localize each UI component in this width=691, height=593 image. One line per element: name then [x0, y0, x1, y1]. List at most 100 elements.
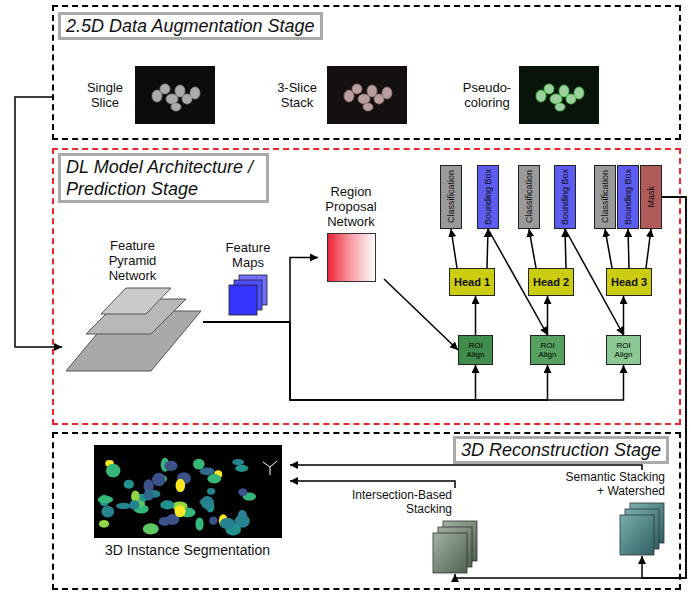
output-box: Mask — [640, 165, 662, 229]
rect-shape — [433, 533, 467, 573]
output-box: Bounding Box — [554, 165, 576, 229]
connector-arrow — [547, 296, 549, 335]
ellipse-shape — [193, 459, 205, 470]
image-panel: 3-Slice Stack — [272, 66, 407, 124]
connector-arrow — [487, 229, 488, 268]
line-shape — [269, 467, 270, 475]
node-label: Head 1 — [454, 276, 490, 288]
stackA-picture — [432, 520, 478, 574]
line-shape — [270, 461, 277, 467]
connector-arrow — [290, 481, 455, 488]
connector-arrow — [451, 229, 457, 268]
single-picture — [135, 66, 215, 124]
rect-shape — [620, 515, 654, 555]
ellipse-shape — [116, 503, 131, 509]
head-box: Head 1 — [449, 268, 495, 296]
node-label: ROI Align — [607, 341, 640, 359]
rpn-picture — [327, 233, 376, 282]
ellipse-shape — [152, 473, 165, 486]
image-panel: Single Slice — [80, 66, 215, 124]
stackB-picture — [619, 502, 665, 556]
node-label: Bounding Box — [623, 169, 633, 225]
ellipse-shape — [574, 87, 584, 99]
output-box: Classification — [518, 165, 540, 229]
node-label: Head 2 — [533, 276, 569, 288]
head-box: Head 2 — [528, 268, 574, 296]
ellipse-shape — [171, 103, 181, 111]
connector-arrow — [455, 197, 686, 578]
ellipse-shape — [206, 488, 214, 495]
connector-arrow — [203, 322, 548, 400]
rect-shape — [94, 445, 282, 538]
network-block: Feature Maps — [216, 240, 280, 316]
image-panel: Pseudo-coloring — [460, 66, 599, 124]
seg-picture — [94, 445, 282, 538]
ellipse-shape — [190, 87, 200, 99]
section-title: 3D Reconstruction Stage — [453, 436, 669, 464]
stage-section: DL Model Architecture / Prediction Stage… — [52, 148, 681, 425]
polygon-shape — [101, 288, 171, 314]
stacking-block: Intersection-Based Stacking — [330, 488, 478, 574]
network-block: Region Proposal Network — [318, 184, 384, 282]
pseudo-picture — [519, 66, 599, 124]
roi-align-box: ROI Align — [606, 335, 641, 365]
ellipse-shape — [382, 87, 392, 99]
node-label: Region Proposal Network — [318, 184, 384, 229]
connector-arrow — [605, 229, 612, 268]
ellipse-shape — [175, 479, 185, 492]
ellipse-shape — [174, 505, 185, 517]
ellipse-shape — [363, 103, 373, 111]
rect-shape — [327, 234, 375, 282]
ellipse-shape — [105, 464, 119, 478]
node-label: ROI Align — [531, 341, 564, 359]
connector-arrow — [529, 229, 536, 268]
connector-arrow — [290, 465, 642, 470]
node-label: Bounding Box — [560, 169, 570, 225]
stage-section: 3D Reconstruction Stage 3D Instance Segme… — [52, 432, 681, 590]
node-label: 3-Slice Stack — [272, 80, 322, 110]
ellipse-shape — [199, 467, 214, 475]
node-label: Intersection-Based Stacking — [340, 488, 452, 516]
fpn-picture — [63, 287, 203, 373]
network-block: Feature Pyramid Network — [62, 238, 203, 373]
connector-arrow — [623, 296, 625, 335]
connector-arrow — [15, 97, 62, 347]
stack-picture — [327, 66, 407, 124]
line-shape — [263, 462, 270, 467]
ellipse-shape — [144, 489, 154, 501]
node-label: Semantic Stacking + Watershed — [559, 470, 665, 498]
head-box: Head 3 — [606, 268, 652, 296]
ellipse-shape — [129, 500, 139, 510]
node-label: Pseudo-coloring — [460, 80, 514, 110]
connector-arrow — [475, 296, 477, 335]
node-label: Single Slice — [80, 80, 130, 110]
node-label: Classification — [600, 170, 610, 223]
node-label: 3D Instance Segmentation — [105, 542, 270, 559]
result-image: 3D Instance Segmentation — [85, 445, 290, 559]
ellipse-shape — [352, 84, 362, 94]
ellipse-shape — [219, 518, 234, 529]
rect-shape — [229, 285, 257, 315]
ellipse-shape — [123, 480, 133, 489]
ellipse-shape — [235, 465, 248, 472]
ellipse-shape — [209, 517, 217, 525]
node-label: ROI Align — [459, 341, 492, 359]
node-label: Classification — [446, 170, 456, 223]
section-title: DL Model Architecture / Prediction Stage — [58, 153, 269, 203]
node-label: Classification — [524, 170, 534, 223]
section-title: 2.5D Data Augmentation Stage — [58, 12, 323, 40]
ellipse-shape — [101, 506, 114, 518]
ellipse-shape — [544, 84, 554, 94]
fm-picture — [228, 274, 268, 316]
ellipse-shape — [238, 488, 247, 496]
ellipse-shape — [195, 517, 203, 530]
ellipse-shape — [142, 523, 158, 534]
ellipse-shape — [200, 496, 213, 509]
ellipse-shape — [207, 474, 221, 483]
ellipse-shape — [555, 103, 565, 111]
ellipse-shape — [232, 459, 244, 465]
connector-arrow — [646, 229, 651, 268]
rect-shape — [135, 66, 215, 124]
rect-shape — [519, 66, 599, 124]
